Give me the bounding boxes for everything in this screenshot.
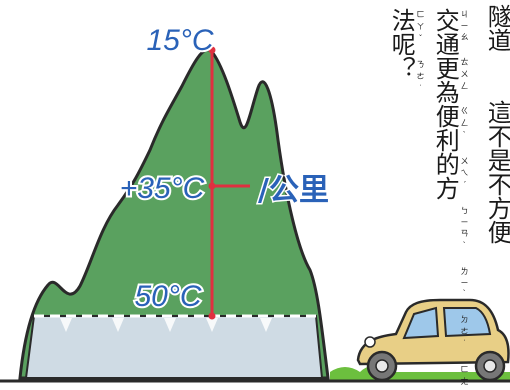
zhuyin-column-2: ㄐㄧㄠ ㄊㄨㄥ ㄍㄥˋ ㄨㄟˊ ㄅㄧㄢˋ ㄌㄧˋ ㄉㄜ˙ ㄈㄤ	[460, 10, 469, 390]
car-icon	[356, 298, 510, 382]
text-column-4: 這不是不方便	[483, 100, 510, 244]
text-column-3: 隧道	[483, 4, 510, 52]
text-column-1: 法呢？	[387, 8, 416, 80]
base-temperature-label: 50°C	[134, 280, 201, 313]
tunnel-illustration	[24, 315, 324, 379]
gradient-unit-label: /公里	[258, 173, 329, 208]
text-column-2: 交通更為便利的方	[431, 8, 460, 200]
zhuyin-column-1: ㄈㄚˇ ㄋㄜ˙	[416, 10, 425, 97]
top-temperature-label: 15°C	[146, 24, 213, 57]
gradient-label: +35°C	[120, 172, 205, 205]
mountain-illustration	[18, 48, 330, 380]
